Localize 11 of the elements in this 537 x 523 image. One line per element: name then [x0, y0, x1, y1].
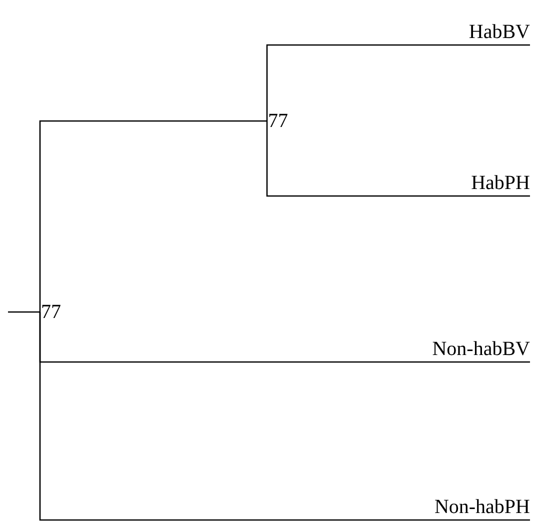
- tree-branch: [39, 120, 267, 312]
- taxon-label: HabPH: [471, 172, 530, 194]
- tree-branch: [266, 44, 530, 121]
- tree-branch: [39, 312, 530, 521]
- support-value: 77: [41, 301, 61, 323]
- support-value: 77: [268, 110, 288, 132]
- taxon-label: HabBV: [468, 21, 530, 43]
- taxon-label: Non-habPH: [434, 496, 530, 518]
- tree-branch: [8, 311, 40, 313]
- tree-branch: [266, 121, 530, 197]
- taxon-label: Non-habBV: [432, 338, 530, 360]
